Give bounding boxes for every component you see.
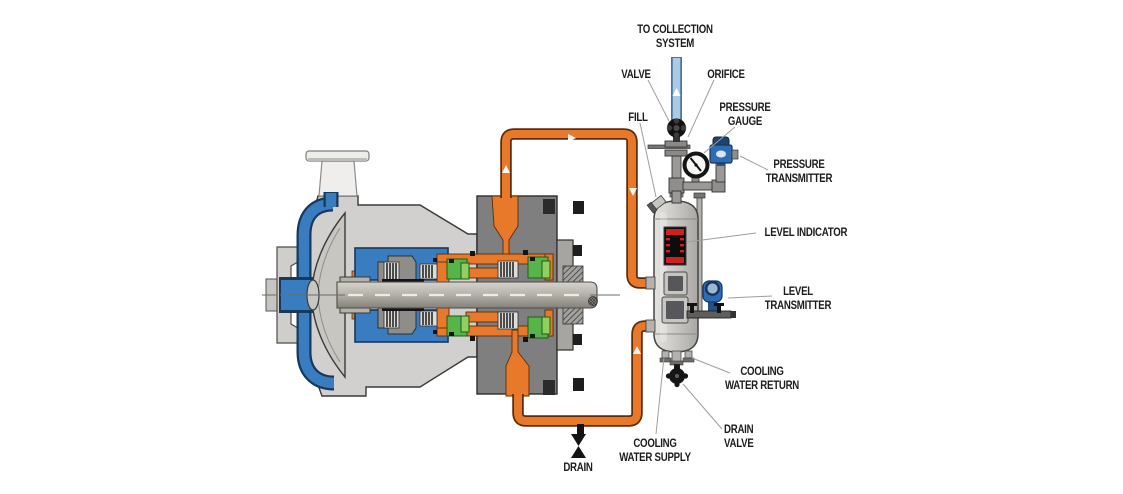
sight-window: [661, 271, 689, 324]
seal-pot: [645, 189, 736, 388]
label-line: DRAIN: [724, 424, 754, 436]
label-drain-valve: DRAIN VALVE: [724, 423, 774, 451]
seal-spring: [383, 260, 519, 330]
flow-arrow: [672, 88, 681, 96]
label-line: COOLING: [740, 366, 784, 378]
pot-return-nozzle: [645, 319, 656, 333]
pot-supply-nozzle: [645, 276, 656, 290]
label-line: GAUGE: [727, 116, 763, 128]
vent-valve-device: [666, 118, 687, 142]
level-indicator-device: [663, 226, 687, 266]
barrier-fluid-piping: [500, 128, 653, 458]
label-valve: VALVE: [621, 69, 651, 81]
label-level-transmitter: LEVEL TRANSMITTER: [764, 285, 833, 313]
gland-stud-top: [562, 265, 584, 283]
pot-bottom-nozzles: [659, 350, 695, 366]
label-cooling-water-supply: COOLING WATER SUPPLY: [615, 437, 696, 465]
label-fill: FILL: [628, 112, 648, 124]
mechanical-seal-assembly: [377, 250, 551, 342]
label-line: COOLING: [633, 438, 677, 450]
pump-cross-section: [262, 150, 620, 397]
volute-passage: [279, 192, 339, 391]
pump-shaft: [336, 276, 598, 314]
vent-instrument-stack: [647, 57, 739, 204]
label-line: VALVE: [724, 438, 754, 450]
gland-stud-bottom: [562, 307, 584, 325]
label-to-collection-system: TO COLLECTION SYSTEM: [625, 23, 726, 51]
label-line: LEVEL: [783, 286, 813, 298]
label-cooling-water-return: COOLING WATER RETURN: [722, 365, 803, 393]
level-transmitter-device: [686, 280, 736, 319]
label-drain: DRAIN: [563, 462, 593, 474]
pot-drain-valve: [665, 364, 689, 388]
label-pressure-gauge: PRESSURE GAUGE: [711, 101, 778, 129]
label-line: WATER SUPPLY: [619, 452, 691, 464]
orifice-device: [647, 140, 691, 157]
shaft-end-hatch: [588, 296, 598, 306]
loop-drain-valve: [571, 424, 586, 458]
pressure-gauge-device: [682, 151, 710, 183]
label-line: SYSTEM: [655, 38, 695, 50]
label-pressure-transmitter: PRESSURE TRANSMITTER: [765, 158, 834, 186]
label-line: TRANSMITTER: [765, 173, 833, 185]
pressure-transmitter-device: [709, 136, 739, 166]
flow-arrow: [502, 134, 641, 354]
fill-nozzle: [646, 194, 667, 214]
label-orifice: ORIFICE: [707, 69, 745, 81]
leader-lines: [639, 79, 773, 435]
discharge-flange: [305, 150, 370, 197]
label-line: TRANSMITTER: [764, 300, 832, 312]
label-line: PRESSURE: [719, 102, 771, 114]
label-line: PRESSURE: [773, 159, 825, 171]
seal-faces: [446, 256, 551, 339]
label-level-indicator: LEVEL INDICATOR: [764, 227, 848, 239]
label-line: WATER RETURN: [724, 380, 800, 392]
label-line: TO COLLECTION: [637, 24, 713, 36]
